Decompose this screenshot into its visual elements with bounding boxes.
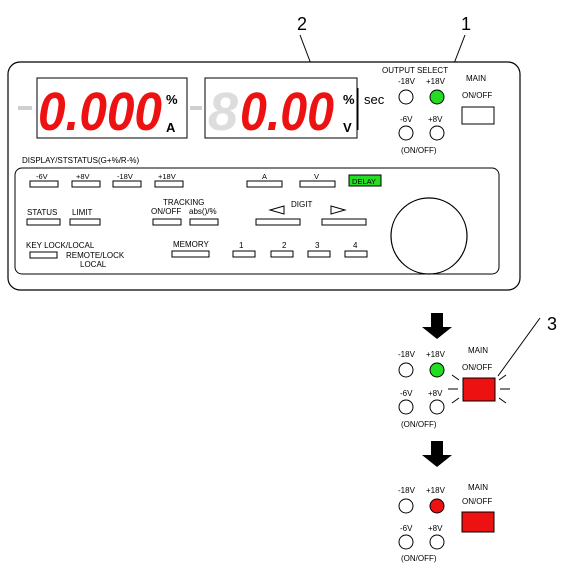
step2-led-minus18 bbox=[398, 498, 414, 514]
led-plus8-label: +8V bbox=[428, 115, 443, 124]
voltage-display bbox=[204, 77, 358, 139]
step1-plus18-label: +18V bbox=[426, 350, 446, 359]
step2-minus6-label: -6V bbox=[400, 524, 413, 533]
key-mem2[interactable] bbox=[270, 250, 294, 258]
led-minus18-label: -18V bbox=[398, 77, 416, 86]
tracking-title: TRACKING bbox=[163, 198, 204, 207]
key-minus6-label: -6V bbox=[36, 172, 48, 181]
key-plus18[interactable] bbox=[154, 180, 184, 188]
step1-plus8-label: +8V bbox=[428, 389, 443, 398]
step2-plus8-label: +8V bbox=[428, 524, 443, 533]
main-onoff-button[interactable] bbox=[461, 106, 495, 125]
current-display bbox=[36, 77, 188, 139]
key-delay-lit[interactable] bbox=[348, 174, 382, 187]
key-tracking-abs[interactable] bbox=[189, 218, 219, 226]
key-mem4[interactable] bbox=[344, 250, 368, 258]
key-plus8-label: +8V bbox=[76, 172, 90, 181]
step2-main-title: MAIN bbox=[468, 483, 488, 492]
onoff-paren-label: (ON/OFF) bbox=[401, 146, 437, 155]
step2-led-minus6 bbox=[398, 534, 414, 550]
led-plus8[interactable] bbox=[429, 125, 445, 141]
output-select-title: OUTPUT SELECT bbox=[382, 66, 448, 75]
led-plus18-green[interactable] bbox=[429, 89, 445, 105]
tracking-abs-label: abs()/% bbox=[189, 207, 217, 216]
step2-main-button-on bbox=[461, 511, 495, 533]
callout-1: 1 bbox=[461, 14, 471, 34]
led-minus6-label: -6V bbox=[400, 115, 413, 124]
keylock-label: KEY LOCK/LOCAL bbox=[26, 241, 95, 250]
main-onoff-label: ON/OFF bbox=[462, 91, 492, 100]
step2-led-plus18-red bbox=[429, 498, 445, 514]
memory-label: MEMORY bbox=[173, 240, 210, 249]
led-plus18-label: +18V bbox=[426, 77, 446, 86]
key-mem1[interactable] bbox=[232, 250, 256, 258]
key-plus18-label: +18V bbox=[158, 172, 176, 181]
down-arrow-icon-1 bbox=[422, 313, 452, 339]
step1-minus6-label: -6V bbox=[400, 389, 413, 398]
mem2-label: 2 bbox=[282, 241, 287, 250]
key-plus8[interactable] bbox=[71, 180, 101, 188]
voltage-readout: 0.00 bbox=[240, 82, 334, 142]
blink-rays-icon bbox=[448, 374, 510, 404]
key-tracking-onoff[interactable] bbox=[152, 218, 182, 226]
key-digit-left[interactable] bbox=[255, 218, 301, 226]
step1-onoff-label: (ON/OFF) bbox=[401, 420, 437, 429]
step2-main-onoff: ON/OFF bbox=[462, 497, 492, 506]
key-minus18[interactable] bbox=[112, 180, 142, 188]
main-title: MAIN bbox=[466, 74, 486, 83]
tracking-onoff-label: ON/OFF bbox=[151, 207, 181, 216]
key-a-label: A bbox=[262, 172, 267, 181]
current-a-unit: A bbox=[166, 120, 176, 135]
mem4-label: 4 bbox=[353, 241, 358, 250]
key-v-label: V bbox=[314, 172, 319, 181]
step1-led-minus6 bbox=[398, 399, 414, 415]
step2-onoff-label: (ON/OFF) bbox=[401, 554, 437, 563]
key-a[interactable] bbox=[246, 180, 283, 188]
step2-led-plus8 bbox=[429, 534, 445, 550]
current-percent-unit: % bbox=[166, 92, 178, 107]
step2-minus18-label: -18V bbox=[398, 486, 416, 495]
key-minus6[interactable] bbox=[29, 180, 59, 188]
key-limit[interactable] bbox=[69, 218, 101, 226]
key-mem3[interactable] bbox=[307, 250, 331, 258]
voltage-dim-digit: 8 bbox=[208, 82, 238, 142]
step1-minus18-label: -18V bbox=[398, 350, 416, 359]
digit-left-arrow-icon bbox=[268, 205, 285, 215]
key-minus18-label: -18V bbox=[117, 172, 133, 181]
local-label: LOCAL bbox=[80, 260, 107, 269]
mem1-label: 1 bbox=[239, 241, 244, 250]
key-v[interactable] bbox=[299, 180, 336, 188]
step1-led-plus8 bbox=[429, 399, 445, 415]
key-digit-right[interactable] bbox=[321, 218, 367, 226]
digit-label: DIGIT bbox=[291, 200, 312, 209]
mem3-label: 3 bbox=[315, 241, 320, 250]
step1-led-minus18 bbox=[398, 362, 414, 378]
callout-3: 3 bbox=[547, 314, 557, 334]
key-delay-label: DELAY bbox=[352, 177, 376, 186]
key-status-label: STATUS bbox=[27, 208, 57, 217]
key-limit-label: LIMIT bbox=[72, 208, 93, 217]
digit-right-arrow-icon bbox=[330, 205, 347, 215]
callout-3-leader bbox=[497, 317, 541, 377]
sec-unit: sec bbox=[364, 92, 385, 107]
rotary-knob[interactable] bbox=[390, 197, 468, 275]
current-readout: 0.000 bbox=[38, 82, 162, 142]
step1-led-plus18-green bbox=[429, 362, 445, 378]
remote-lock-label: REMOTE/LOCK bbox=[66, 251, 125, 260]
step1-main-onoff: ON/OFF bbox=[462, 363, 492, 372]
step1-main-title: MAIN bbox=[468, 346, 488, 355]
voltage-percent-unit: % bbox=[343, 92, 355, 107]
led-minus6[interactable] bbox=[398, 125, 414, 141]
key-status[interactable] bbox=[26, 218, 61, 226]
callout-2: 2 bbox=[297, 14, 307, 34]
status-header-label: DISPLAY/STSTATUS(G+%/R-%) bbox=[22, 156, 139, 165]
down-arrow-icon-2 bbox=[422, 441, 452, 467]
key-keylock[interactable] bbox=[29, 251, 58, 259]
step2-plus18-label: +18V bbox=[426, 486, 446, 495]
voltage-v-unit: V bbox=[343, 120, 352, 135]
key-memory[interactable] bbox=[171, 250, 210, 258]
step1-main-button-blinking bbox=[462, 377, 496, 402]
led-minus18[interactable] bbox=[398, 89, 414, 105]
